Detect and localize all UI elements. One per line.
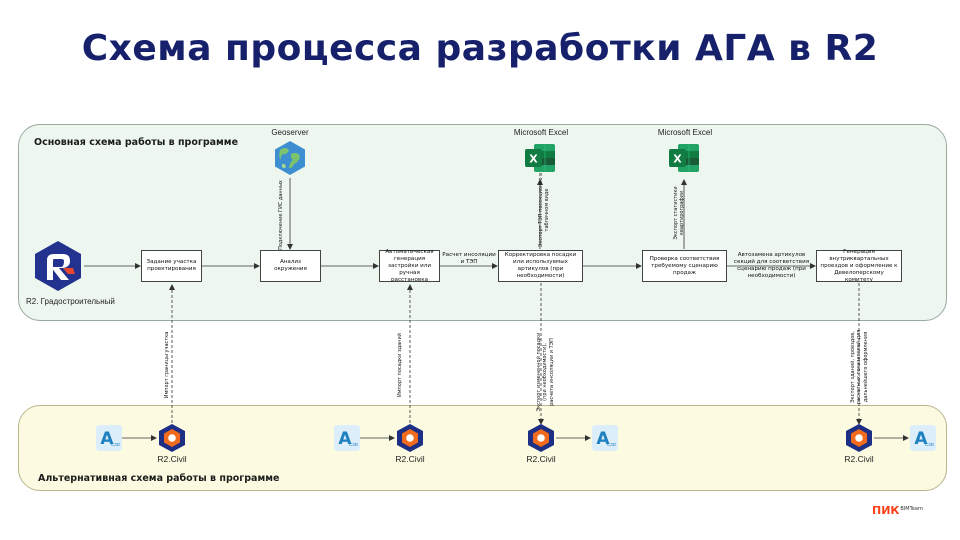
svg-text:A: A	[100, 429, 114, 449]
autoreplace-label: Автозамена артикулов секций для соответс…	[733, 252, 810, 279]
civil3d-icon: A C3D	[910, 425, 936, 455]
process-box-correction: Корректировка посадки или используемых а…	[498, 250, 583, 282]
brand-bimteam: BIMTeam	[900, 506, 923, 512]
process-box-final: Генерация внутриквартальных проездов и о…	[816, 249, 902, 283]
r2-civil-label: R2.Civil	[844, 454, 874, 464]
r2-civil-icon	[528, 424, 554, 452]
process-box-analysis: Анализ окружения	[260, 250, 321, 282]
c3d-badge: C3D	[349, 442, 359, 447]
export-tep-label: Экспорт ТЭП посекционно в табличном виде	[538, 172, 551, 248]
svg-text:X: X	[529, 153, 538, 166]
page-title: Схема процесса разработки АГА в R2	[81, 28, 879, 69]
r2-civil-icon	[397, 424, 423, 452]
process-box-generation: Автоматическая генерация застройки или р…	[379, 249, 440, 283]
civil3d-icon: A C3D	[334, 425, 360, 455]
alt-scheme-label: Альтернативная схема работы в программе	[38, 473, 280, 484]
export-stats-label: Экспорт статистики квартирографии	[673, 186, 686, 240]
r2-civil-label: R2.Civil	[526, 454, 556, 464]
pik-bimteam-logo: ПИК BIMTeam	[872, 504, 923, 517]
excel-1-label: Microsoft Excel	[513, 128, 569, 137]
r2-logo-icon	[35, 241, 81, 291]
r2-civil-label: R2.Civil	[395, 454, 425, 464]
civil3d-icon: A C3D	[592, 425, 618, 455]
insolation-label: Расчет инсоляции и ТЭП	[442, 252, 496, 265]
process-box-site: Задание участка проектирования	[141, 250, 202, 282]
c3d-badge: C3D	[607, 442, 617, 447]
civil3d-icon: A C3D	[96, 425, 122, 455]
import-buildings-label: Импорт посадки зданий	[397, 333, 403, 397]
r2-app-label: R2. Градостроительный	[26, 297, 115, 306]
geoserver-globe-icon	[275, 141, 305, 175]
import-boundary-label: Импорт границы участка	[164, 331, 170, 399]
gis-label: Подключение ГИС данных	[278, 180, 284, 250]
svg-text:X: X	[673, 153, 682, 166]
r2-civil-icon	[846, 424, 872, 452]
r2-civil-label: R2.Civil	[157, 454, 187, 464]
svg-text:A: A	[914, 429, 928, 449]
excel-icon: X	[669, 144, 699, 172]
geoserver-label: Geoserver	[271, 128, 309, 137]
svg-text:A: A	[596, 429, 610, 449]
c3d-badge: C3D	[111, 442, 121, 447]
process-box-check: Проверка соответствия требуемому сценари…	[642, 250, 727, 282]
export-buildings-label: Экспорт зданий, проездов, расчетных пока…	[850, 329, 869, 405]
excel-2-label: Microsoft Excel	[657, 128, 713, 137]
export-changed-label: Экспорт измененной посадки (при необходи…	[536, 332, 555, 412]
svg-text:A: A	[338, 429, 352, 449]
excel-icon: X	[525, 144, 555, 172]
r2-civil-icon	[159, 424, 185, 452]
main-scheme-label: Основная схема работы в программе	[34, 137, 239, 148]
brand-pik: ПИК	[872, 504, 900, 517]
c3d-badge: C3D	[925, 442, 935, 447]
